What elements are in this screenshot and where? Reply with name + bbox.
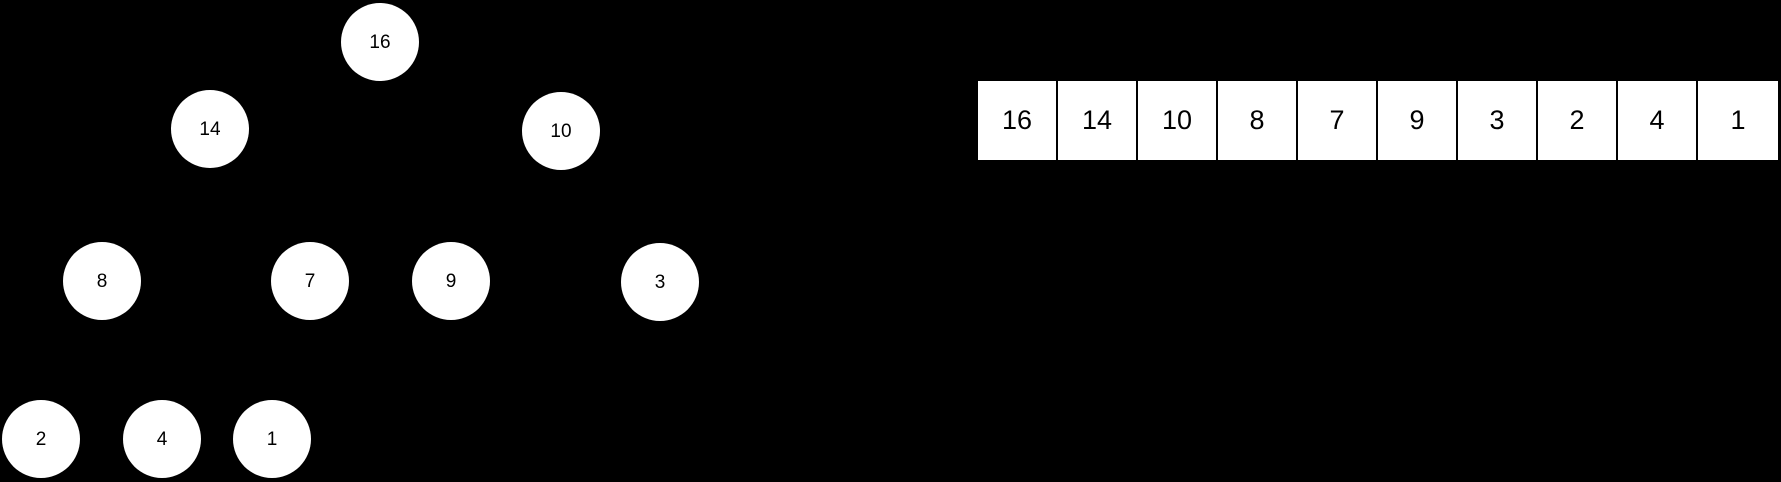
array-cell: 1 — [1698, 81, 1778, 160]
heap-node-value: 8 — [96, 270, 108, 292]
heap-node: 2 — [2, 400, 80, 478]
heap-node-root: 16 — [341, 3, 419, 81]
heap-node-value: 3 — [654, 271, 666, 293]
array-cell: 8 — [1218, 81, 1298, 160]
heap-node: 4 — [123, 400, 201, 478]
heap-node-value: 16 — [369, 31, 391, 53]
heap-node-value: 10 — [550, 120, 572, 142]
heap-node: 3 — [621, 243, 699, 321]
array-cell: 3 — [1458, 81, 1538, 160]
heap-node-value: 9 — [445, 270, 457, 292]
heap-node-value: 4 — [156, 428, 168, 450]
heap-node: 7 — [271, 242, 349, 320]
heap-node-value: 1 — [266, 428, 278, 450]
array-cell: 9 — [1378, 81, 1458, 160]
heap-node-value: 14 — [199, 118, 221, 140]
heap-node: 10 — [522, 92, 600, 170]
heap-node-value: 2 — [35, 428, 47, 450]
heap-node: 1 — [233, 400, 311, 478]
array-cell: 16 — [978, 81, 1058, 160]
heap-node: 8 — [63, 242, 141, 320]
array-cell: 7 — [1298, 81, 1378, 160]
array-cell: 4 — [1618, 81, 1698, 160]
heap-node: 14 — [171, 90, 249, 168]
heap-array: 16 14 10 8 7 9 3 2 4 1 — [978, 81, 1778, 160]
array-cell: 14 — [1058, 81, 1138, 160]
heap-tree: 16 14 10 8 7 9 3 2 4 1 — [0, 0, 760, 482]
heap-node-value: 7 — [304, 270, 316, 292]
array-cell: 2 — [1538, 81, 1618, 160]
array-cell: 10 — [1138, 81, 1218, 160]
heap-node: 9 — [412, 242, 490, 320]
